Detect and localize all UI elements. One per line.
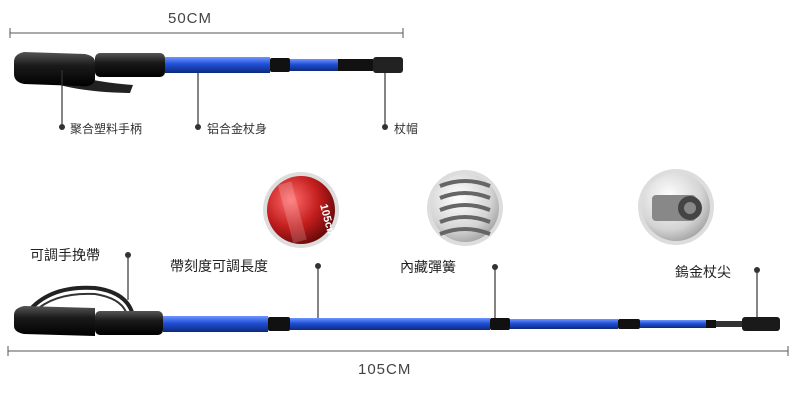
- handle-label: 聚合塑料手柄: [70, 122, 143, 136]
- top-dimension-line: [9, 28, 404, 38]
- cap-label: 杖帽: [394, 122, 419, 136]
- spring-label: 內藏彈簧: [400, 260, 456, 276]
- handle-pointer-dot: [59, 124, 65, 130]
- tip-pointer-dot: [754, 267, 760, 273]
- scale-pointer-dot: [315, 263, 321, 269]
- spring-detail-circle: [427, 170, 503, 246]
- tip-detail-circle: [638, 169, 714, 245]
- top-dimension-label: 50CM: [168, 10, 213, 27]
- scale-label: 帶刻度可調長度: [170, 259, 268, 275]
- top-pointers: [61, 70, 386, 125]
- strap-pointer-dot: [125, 252, 131, 258]
- scale-detail-circle: [263, 172, 339, 248]
- bottom-pointers: [127, 255, 758, 322]
- bottom-dimension-line: [7, 346, 789, 356]
- cap-pointer-dot: [382, 124, 388, 130]
- top-pole: [14, 52, 403, 93]
- strap-label: 可調手挽帶: [30, 248, 100, 264]
- shaft-label: 铝合金杖身: [207, 122, 268, 136]
- bottom-pole: [14, 285, 780, 336]
- spring-pointer-dot: [492, 264, 498, 270]
- tip-label: 鎢金杖尖: [675, 265, 731, 281]
- bottom-dimension-label: 105CM: [358, 361, 412, 378]
- shaft-pointer-dot: [195, 124, 201, 130]
